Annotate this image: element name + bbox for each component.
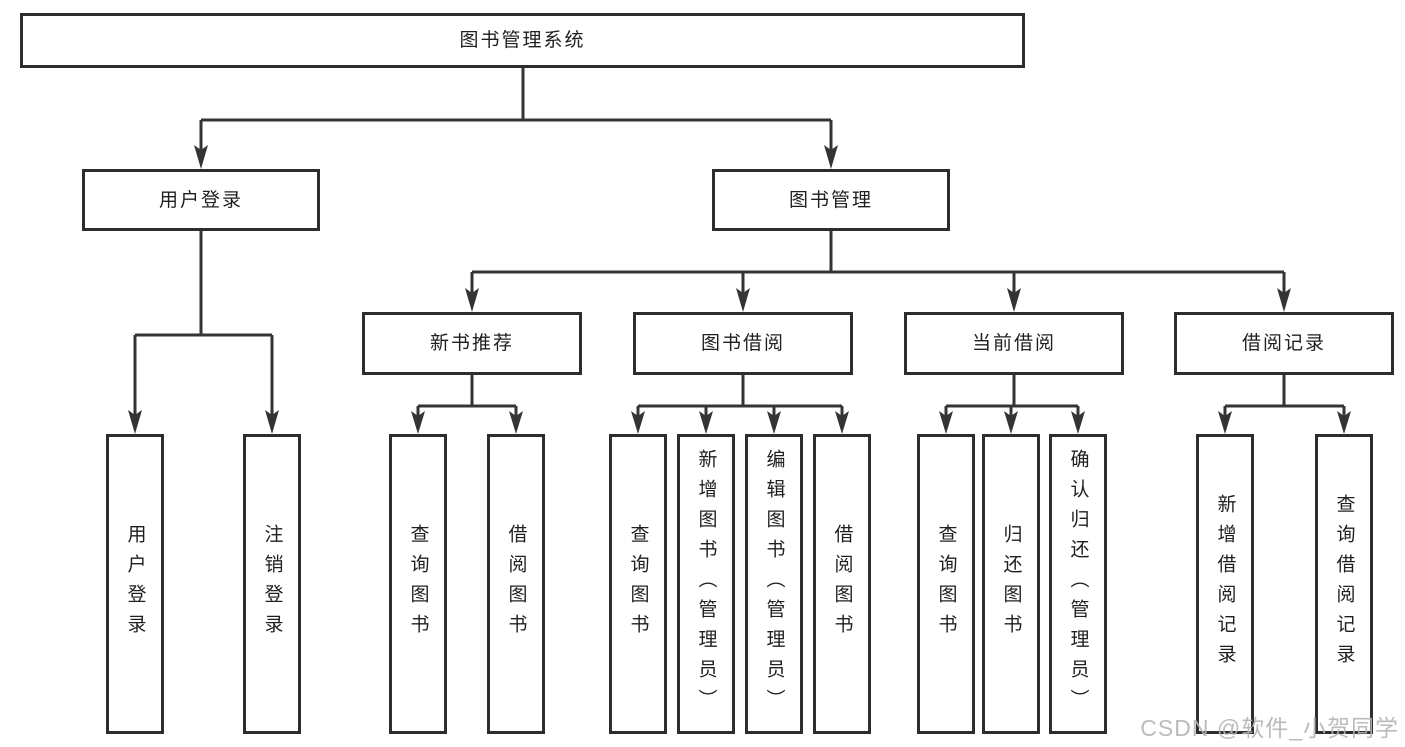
leaf-add-borrow-record: 新增借阅记录 (1196, 434, 1254, 734)
node-label: 图书借阅 (700, 333, 785, 354)
leaf-confirm-return-admin: 确认归还（管理员） (1049, 434, 1107, 734)
node-library-management-system: 图书管理系统 (20, 13, 1025, 68)
leaf-logout: 注销登录 (243, 434, 301, 734)
node-label: 查询图书 (627, 524, 649, 644)
node-user-login: 用户登录 (82, 169, 320, 231)
node-label: 查询图书 (407, 524, 429, 644)
leaf-add-books-admin: 新增图书（管理员） (677, 434, 735, 734)
node-label: 当前借阅 (971, 333, 1056, 354)
node-label: 新增图书（管理员） (695, 449, 717, 719)
leaf-query-books: 查询图书 (609, 434, 667, 734)
node-label: 归还图书 (1000, 524, 1022, 644)
node-book-borrowing: 图书借阅 (633, 312, 853, 375)
csdn-watermark: CSDN @软件_小贺同学 (1140, 715, 1399, 741)
node-label: 新增借阅记录 (1214, 494, 1236, 674)
leaf-query-books-current: 查询图书 (917, 434, 975, 734)
node-label: 查询借阅记录 (1333, 494, 1355, 674)
node-current-borrowing: 当前借阅 (904, 312, 1124, 375)
node-label: 图书管理 (788, 189, 873, 211)
node-label: 新书推荐 (429, 333, 514, 354)
node-label: 确认归还（管理员） (1067, 449, 1089, 719)
leaf-query-books-recommend: 查询图书 (389, 434, 447, 734)
leaf-return-books: 归还图书 (982, 434, 1040, 734)
node-borrowing-records: 借阅记录 (1174, 312, 1394, 375)
node-new-book-recommendation: 新书推荐 (362, 312, 582, 375)
node-book-management: 图书管理 (712, 169, 950, 231)
node-label: 图书管理系统 (459, 30, 586, 51)
leaf-borrow-books: 借阅图书 (813, 434, 871, 734)
node-label: 借阅图书 (505, 524, 527, 644)
leaf-edit-books-admin: 编辑图书（管理员） (745, 434, 803, 734)
node-label: 查询图书 (935, 524, 957, 644)
node-label: 用户登录 (158, 189, 243, 211)
node-label: 借阅记录 (1241, 333, 1326, 354)
leaf-query-borrow-record: 查询借阅记录 (1315, 434, 1373, 734)
leaf-borrow-books-recommend: 借阅图书 (487, 434, 545, 734)
node-label: 借阅图书 (831, 524, 853, 644)
node-label: 编辑图书（管理员） (763, 449, 785, 719)
leaf-user-login: 用户登录 (106, 434, 164, 734)
node-label: 用户登录 (124, 524, 146, 644)
node-label: 注销登录 (261, 524, 283, 644)
